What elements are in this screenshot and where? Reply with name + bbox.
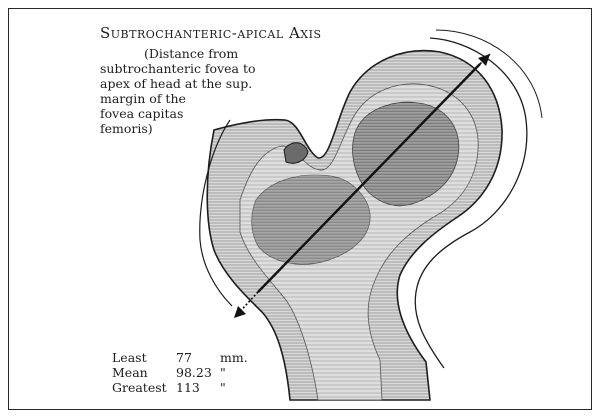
stat-label: Greatest: [112, 380, 176, 395]
stat-unit: ": [220, 380, 226, 395]
stat-row-least: Least 77 mm.: [112, 350, 248, 365]
caption-line: subtrochanteric fovea to: [100, 61, 350, 76]
stat-unit: ": [220, 365, 226, 380]
stat-row-greatest: Greatest 113 ": [112, 380, 248, 395]
stat-value: 98.23: [176, 365, 220, 380]
caption-line: femoris): [100, 121, 350, 136]
figure-caption: (Distance from subtrochanteric fovea to …: [100, 46, 350, 136]
stat-row-mean: Mean 98.23 ": [112, 365, 248, 380]
stat-value: 77: [176, 350, 220, 365]
stat-unit: mm.: [220, 350, 248, 365]
measurement-stats: Least 77 mm. Mean 98.23 " Greatest 113 ": [112, 350, 248, 395]
stat-value: 113: [176, 380, 220, 395]
figure-title: Subtrochanteric-apical Axis: [100, 24, 322, 42]
caption-line: margin of the: [100, 91, 350, 106]
caption-line: (Distance from: [100, 46, 350, 61]
stat-label: Least: [112, 350, 176, 365]
stat-label: Mean: [112, 365, 176, 380]
caption-line: apex of head at the sup.: [100, 76, 350, 91]
caption-line: fovea capitas: [100, 106, 350, 121]
